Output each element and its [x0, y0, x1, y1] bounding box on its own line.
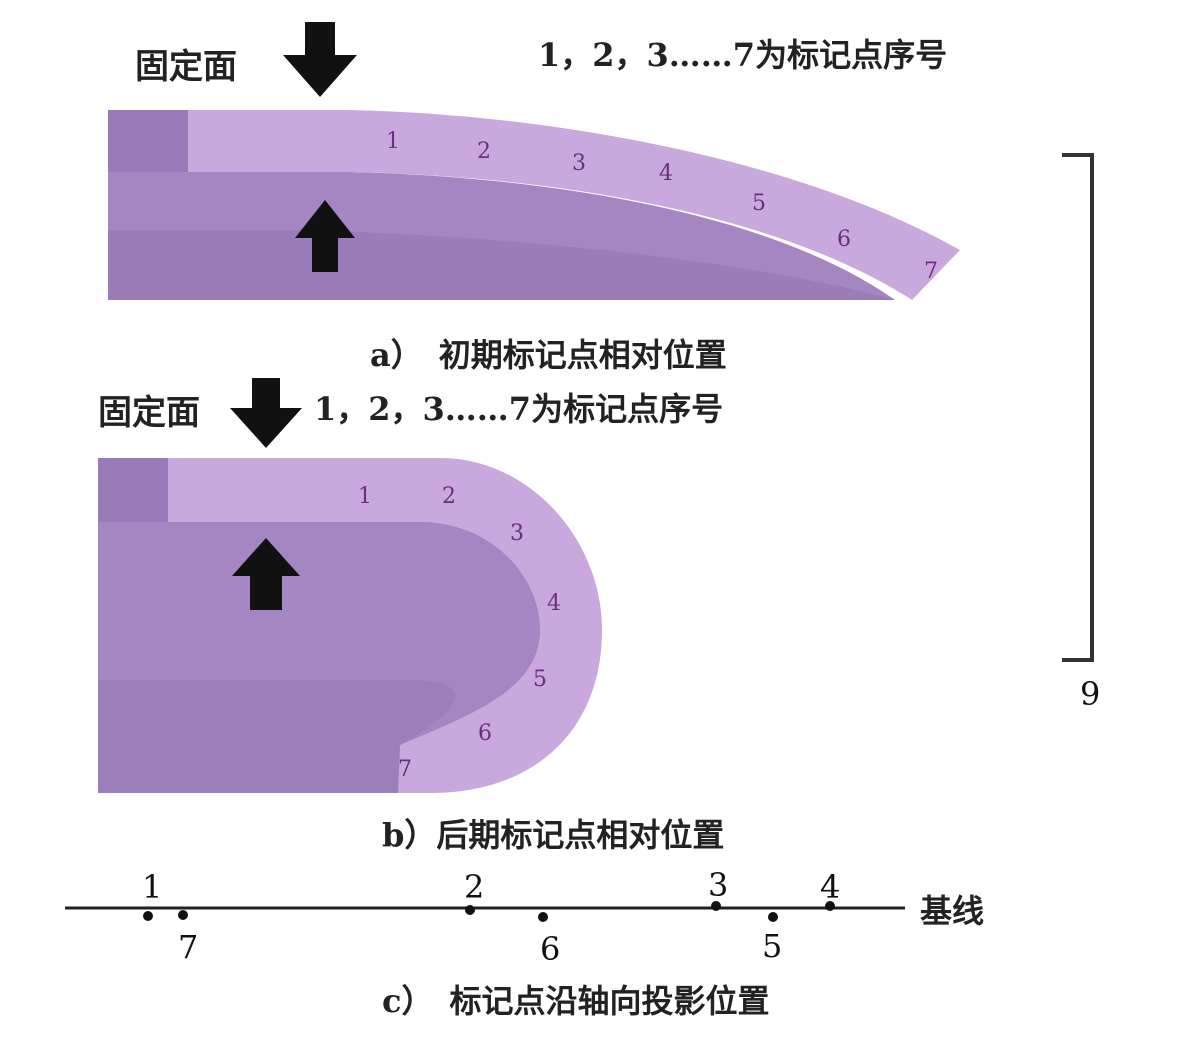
bracket-label: 9	[1080, 675, 1100, 713]
marker-4-b: 4	[547, 591, 561, 616]
point-label-3: 3	[708, 866, 728, 904]
point-2	[465, 905, 475, 915]
point-1	[143, 911, 153, 921]
shell-a	[188, 110, 960, 300]
marker-1-b: 1	[358, 484, 372, 509]
panel-b: 固定面 1，2，3……7为标记点序号 1 2 3 4 5 6 7 b）后期标记点…	[98, 378, 724, 854]
point-label-7: 7	[178, 928, 198, 966]
arrow-up-icon	[232, 538, 300, 610]
marker-6-b: 6	[478, 721, 492, 746]
point-label-5: 5	[762, 927, 782, 965]
fixed-face-label-a: 固定面	[135, 47, 237, 87]
marker-1-a: 1	[386, 129, 400, 154]
fixed-block-b	[98, 458, 168, 522]
legend-b: 1，2，3……7为标记点序号	[314, 390, 723, 428]
marker-3-a: 3	[572, 151, 586, 176]
arrow-up-icon	[295, 200, 355, 272]
point-3	[711, 901, 721, 911]
marker-4-a: 4	[659, 161, 673, 186]
point-4	[825, 901, 835, 911]
point-label-4: 4	[820, 868, 840, 906]
arrow-down-icon	[230, 378, 302, 448]
panel-a: 固定面 1，2，3……7为标记点序号 1 2 3 4 5 6 7 a） 初期标记…	[108, 22, 960, 374]
point-6	[538, 912, 548, 922]
caption-b: b）后期标记点相对位置	[382, 816, 724, 854]
marker-6-a: 6	[837, 227, 851, 252]
fixed-face-label-b: 固定面	[98, 393, 200, 433]
point-label-1: 1	[142, 868, 162, 906]
marker-5-a: 5	[752, 191, 766, 216]
marker-3-b: 3	[510, 521, 524, 546]
point-7	[178, 910, 188, 920]
point-5	[768, 912, 778, 922]
marker-2-a: 2	[477, 139, 491, 164]
marker-2-b: 2	[442, 484, 456, 509]
point-label-6: 6	[540, 930, 560, 968]
side-bracket: 9	[1062, 153, 1100, 713]
marker-7-b: 7	[398, 757, 412, 782]
body-b	[98, 522, 540, 793]
point-label-2: 2	[464, 868, 484, 906]
fixed-block-a	[108, 110, 188, 172]
baseline-label: 基线	[920, 892, 984, 930]
caption-c: c） 标记点沿轴向投影位置	[382, 982, 770, 1020]
marker-7-a: 7	[924, 259, 938, 284]
body-a	[108, 172, 895, 300]
legend-a: 1，2，3……7为标记点序号	[538, 36, 947, 74]
marker-5-b: 5	[533, 667, 547, 692]
caption-a: a） 初期标记点相对位置	[370, 336, 727, 374]
panel-c: 基线 1 2 3 4 7 6 5 c） 标记点沿轴向投影位置	[65, 866, 984, 1020]
arrow-down-icon	[283, 22, 357, 97]
